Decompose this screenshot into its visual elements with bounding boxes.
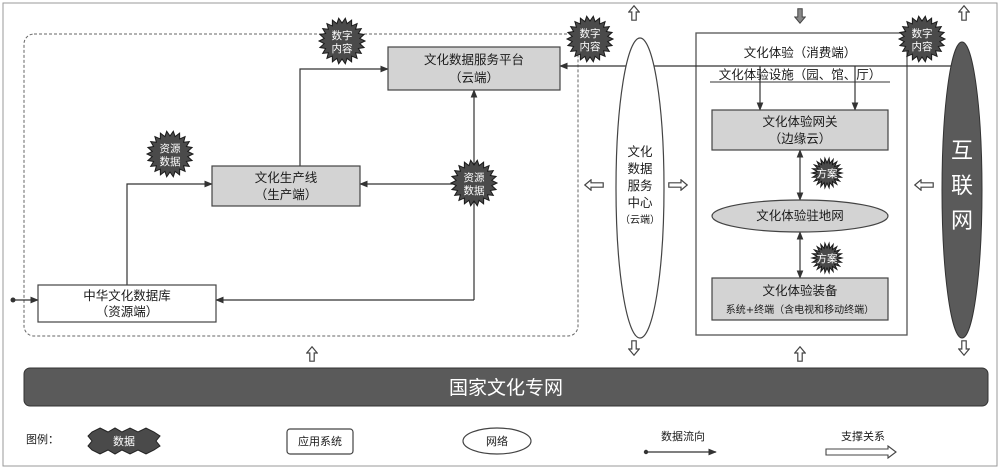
legend-data-flow-label: 数据流向 bbox=[661, 429, 705, 443]
legend: 图例： 数据 应用系统 网络 数据流向 支撑关系 bbox=[26, 427, 897, 460]
support-arrow-right-icon bbox=[668, 179, 688, 191]
plan-badge-label: 方案 bbox=[817, 252, 838, 265]
service-center-l5: （云端） bbox=[620, 213, 660, 226]
legend-support: 支撑关系 bbox=[825, 429, 897, 460]
support-arrow-up-icon bbox=[794, 346, 806, 362]
database-sub: （资源端） bbox=[96, 304, 159, 319]
support-arrow-down-icon bbox=[958, 340, 970, 356]
service-center-l3: 服务 bbox=[627, 178, 652, 193]
resource-data-badge-label: 数据 bbox=[464, 184, 485, 197]
equipment-box: 文化体验装备 系统+终端（含电视和移动终端） bbox=[711, 277, 889, 321]
production-region bbox=[23, 33, 579, 337]
legend-data-flow: 数据流向 bbox=[643, 429, 717, 456]
legend-network: 网络 bbox=[462, 427, 532, 455]
support-arrow-up-icon bbox=[628, 5, 640, 21]
flow-arrow-down-icon bbox=[794, 8, 806, 24]
experience-subtitle: 文化体验设施（园、馆、厅） bbox=[719, 67, 882, 82]
gateway-title: 文化体验网关 bbox=[762, 114, 837, 129]
equipment-title: 文化体验装备 bbox=[762, 283, 838, 298]
digital-content-badge-label: 内容 bbox=[912, 40, 933, 53]
resource-data-badge-label: 资源 bbox=[160, 142, 181, 155]
gateway-box: 文化体验网关 （边缘云） bbox=[711, 109, 889, 151]
service-center-l2: 数据 bbox=[627, 161, 652, 176]
legend-title: 图例： bbox=[26, 432, 59, 446]
local-network: 文化体验驻地网 bbox=[711, 199, 889, 233]
production-line-sub: （生产端） bbox=[255, 187, 318, 202]
experience-region bbox=[695, 32, 908, 336]
legend-data: 数据 bbox=[87, 427, 161, 455]
experience-title: 文化体验（消费端） bbox=[744, 45, 857, 60]
legend-app-system: 应用系统 bbox=[286, 428, 354, 455]
production-line-title: 文化生产线 bbox=[255, 170, 318, 185]
plan-badge: 方案 bbox=[810, 241, 844, 275]
internet-l1: 互 bbox=[951, 139, 973, 164]
support-arrow-down-icon bbox=[628, 340, 640, 356]
production-line-box: 文化生产线 （生产端） bbox=[211, 165, 361, 207]
gateway-sub: （边缘云） bbox=[769, 131, 832, 146]
plan-badge-label: 方案 bbox=[817, 167, 838, 180]
digital-content-badge-label: 数字 bbox=[912, 27, 933, 40]
digital-content-badge-label: 数字 bbox=[332, 29, 353, 42]
support-arrow-up-icon bbox=[306, 346, 318, 362]
cloud-platform-sub: （云端） bbox=[449, 70, 499, 85]
cloud-platform-box: 文化数据服务平台 （云端） bbox=[387, 46, 561, 91]
cloud-platform-title: 文化数据服务平台 bbox=[424, 52, 524, 67]
legend-network-label: 网络 bbox=[486, 434, 508, 448]
internet-l2: 联 bbox=[951, 174, 973, 199]
local-network-label: 文化体验驻地网 bbox=[756, 208, 844, 223]
support-arrow-left-icon bbox=[914, 179, 934, 191]
internet-l3: 网 bbox=[951, 209, 973, 234]
support-arrow-left-icon bbox=[584, 179, 604, 191]
digital-content-badge-label: 内容 bbox=[580, 40, 601, 53]
digital-content-badge-label: 数字 bbox=[580, 27, 601, 40]
left-connectors bbox=[13, 62, 960, 304]
legend-app-system-label: 应用系统 bbox=[298, 434, 342, 448]
right-connectors bbox=[756, 66, 859, 279]
legend-data-label: 数据 bbox=[113, 434, 135, 448]
national-network: 国家文化专网 bbox=[23, 367, 989, 407]
equipment-sub: 系统+终端（含电视和移动终端） bbox=[726, 303, 874, 316]
service-center-l1: 文化 bbox=[627, 144, 653, 159]
digital-content-badge-label: 内容 bbox=[332, 42, 353, 55]
resource-data-badge-label: 数据 bbox=[160, 155, 181, 168]
database-box: 中华文化数据库 （资源端） bbox=[37, 284, 217, 323]
database-title: 中华文化数据库 bbox=[83, 288, 171, 303]
support-arrow-up-icon bbox=[958, 5, 970, 21]
national-network-label: 国家文化专网 bbox=[449, 377, 563, 399]
service-center: 文化 数据 服务 中心 （云端） bbox=[615, 37, 665, 339]
plan-badge: 方案 bbox=[810, 156, 844, 190]
resource-data-badge-label: 资源 bbox=[464, 171, 485, 184]
internet: 互 联 网 bbox=[941, 41, 983, 339]
legend-support-label: 支撑关系 bbox=[841, 429, 885, 443]
service-center-l4: 中心 bbox=[627, 195, 653, 210]
